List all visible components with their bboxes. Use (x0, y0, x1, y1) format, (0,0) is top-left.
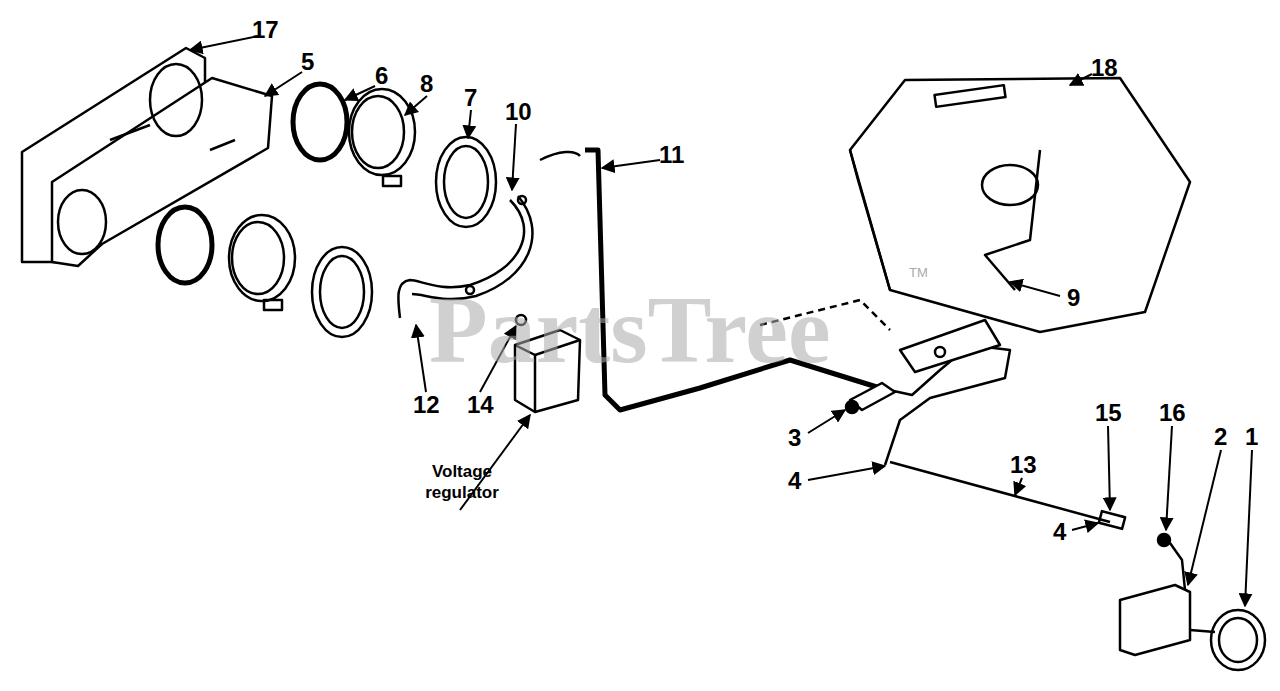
watermark: PartsTree (429, 282, 831, 378)
light-switch (846, 320, 1000, 413)
rear-light (1120, 585, 1265, 670)
trademark-mark: TM (909, 266, 928, 279)
callout-number: 6 (375, 64, 388, 88)
callout-number: 15 (1095, 401, 1122, 425)
callout-number: 9 (1067, 286, 1080, 310)
callout-number: 3 (788, 426, 801, 450)
callout-number: 17 (252, 18, 279, 42)
callout-number: 4 (1053, 520, 1066, 544)
part-label: Voltage regulator (412, 461, 512, 504)
callout-number: 10 (505, 100, 532, 124)
callout-number: 11 (659, 143, 684, 167)
callout-number: 13 (1010, 453, 1037, 477)
callout-number: 14 (467, 393, 494, 417)
callout-number: 8 (420, 72, 433, 96)
rear-light-wire (890, 462, 1185, 590)
callout-number: 1 (1245, 425, 1258, 449)
callout-number: 7 (464, 86, 477, 110)
leader-lines (190, 36, 1252, 606)
callout-number: 5 (301, 50, 314, 74)
callout-number: 18 (1091, 56, 1118, 80)
callout-number: 2 (1214, 425, 1227, 449)
callout-number: 12 (413, 393, 440, 417)
callout-number: 4 (788, 469, 801, 493)
callout-number: 16 (1159, 401, 1186, 425)
